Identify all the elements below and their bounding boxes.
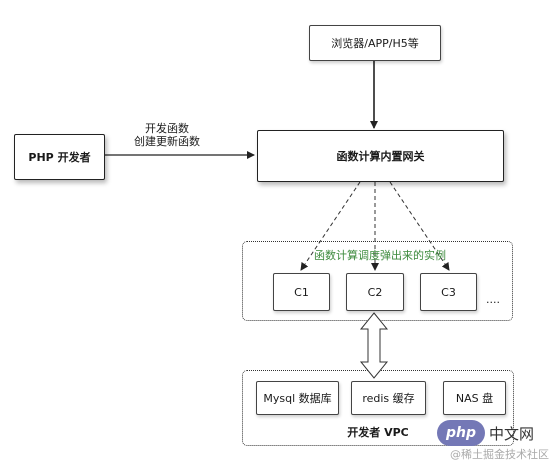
instance-c2-label: C2 [367, 285, 383, 299]
watermark-credit: @稀土掘金技术社区 [450, 448, 549, 461]
gateway-node: 函数计算内置网关 [257, 130, 504, 182]
instance-c1-label: C1 [294, 285, 309, 299]
browser-label: 浏览器/APP/H5等 [331, 37, 419, 50]
redis-node: redis 缓存 [351, 381, 426, 415]
php-developer-label: PHP 开发者 [28, 151, 91, 164]
instances-ellipsis: .... [486, 293, 500, 306]
nas-label: NAS 盘 [455, 392, 494, 405]
double-arrow-instances-vpc [359, 312, 389, 379]
php-developer-node: PHP 开发者 [14, 134, 105, 180]
mysql-label: Mysql 数据库 [263, 392, 332, 405]
instance-c3: C3 [420, 273, 477, 311]
vpc-title: 开发者 VPC [347, 426, 409, 439]
browser-node: 浏览器/APP/H5等 [309, 25, 441, 61]
arrow-gateway-to-c3 [389, 181, 450, 271]
instance-c1: C1 [273, 273, 330, 311]
instance-c3-label: C3 [441, 285, 456, 299]
dev-edge-label-line1: 开发函数 [145, 122, 189, 135]
php-logo-icon: php [437, 420, 485, 446]
watermark-site-text: 中文网 [489, 425, 535, 443]
arrow-gateway-to-c1 [300, 181, 361, 271]
nas-node: NAS 盘 [443, 381, 506, 415]
gateway-label: 函数计算内置网关 [336, 150, 425, 163]
mysql-node: Mysql 数据库 [256, 381, 339, 415]
instances-title: 函数计算调度弹出来的实例 [314, 249, 446, 262]
dev-edge-label-line2: 创建更新函数 [134, 135, 200, 148]
instance-c2: C2 [346, 273, 404, 311]
redis-label: redis 缓存 [362, 392, 415, 405]
php-logo-text: php [445, 425, 476, 441]
